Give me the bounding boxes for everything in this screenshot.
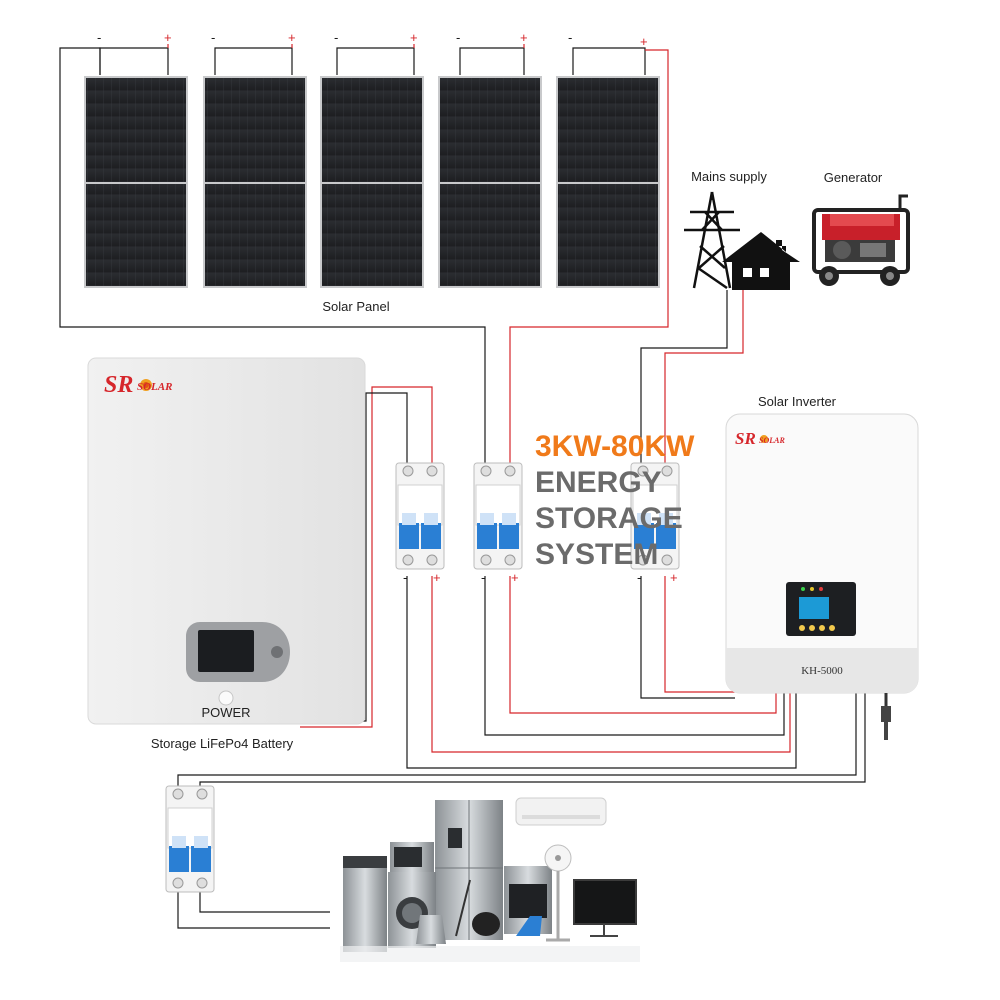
string-wire xyxy=(99,47,169,75)
kettle xyxy=(416,915,446,944)
mains-breaker[interactable] xyxy=(630,462,680,570)
svg-text:+: + xyxy=(164,30,172,45)
svg-text:-: - xyxy=(568,30,572,45)
wifi-plug-icon xyxy=(881,706,891,722)
television xyxy=(573,879,637,925)
headline: 3KW-80KW ENERGY STORAGE SYSTEM xyxy=(535,430,695,571)
svg-text:+: + xyxy=(670,570,678,585)
headline-line3: STORAGE xyxy=(535,502,683,535)
generator-icon xyxy=(812,194,910,286)
svg-text:-: - xyxy=(97,30,101,45)
svg-text:-: - xyxy=(403,570,407,585)
solar-panel xyxy=(203,76,307,288)
svg-text:-: - xyxy=(211,30,215,45)
svg-text:SOLAR: SOLAR xyxy=(759,436,785,445)
vacuum-cleaner xyxy=(472,912,500,936)
inverter-control-panel xyxy=(786,582,856,636)
svg-text:+: + xyxy=(288,30,296,45)
headline-line2: ENERGY xyxy=(535,466,662,499)
load-ac-breaker[interactable] xyxy=(165,785,215,893)
svg-text:+: + xyxy=(410,30,418,45)
panel-polarity-marks: - + - + - + - + - + xyxy=(97,30,648,49)
breaker-polarity-marks: - + - + - + xyxy=(403,570,678,585)
svg-text:SR: SR xyxy=(735,429,756,448)
lifepo4-battery: SR SOLAR POWER xyxy=(87,357,366,725)
svg-text:-: - xyxy=(481,570,485,585)
generator-label: Generator xyxy=(824,170,883,185)
svg-text:+: + xyxy=(640,34,648,49)
fan xyxy=(544,844,572,942)
inverter-lcd xyxy=(799,597,829,619)
solar-panel xyxy=(438,76,542,288)
inverter-button[interactable] xyxy=(799,625,805,631)
svg-text:+: + xyxy=(433,570,441,585)
svg-text:+: + xyxy=(520,30,528,45)
svg-text:-: - xyxy=(637,570,641,585)
inverter-button[interactable] xyxy=(829,625,835,631)
pv-positive-wire xyxy=(509,49,669,465)
mains-negative-wire xyxy=(640,290,728,465)
inverter-model: KH-5000 xyxy=(801,665,843,677)
headline-capacity: 3KW-80KW xyxy=(535,430,695,463)
svg-text:SR: SR xyxy=(104,372,133,398)
home-appliances-icon xyxy=(340,797,640,962)
pv-dc-breaker[interactable] xyxy=(473,462,523,570)
battery-dc-breaker[interactable] xyxy=(395,462,445,570)
solar-inverter-label: Solar Inverter xyxy=(758,394,837,409)
battery-positive-wire xyxy=(300,386,433,728)
solar-panel xyxy=(84,76,188,288)
solar-panel-label: Solar Panel xyxy=(322,299,389,314)
dishwasher xyxy=(343,856,387,952)
mains-positive-wire xyxy=(664,290,744,465)
battery-label: Storage LiFePo4 Battery xyxy=(151,736,294,751)
brand-logo: SR SOLAR xyxy=(104,372,172,398)
power-button[interactable] xyxy=(218,690,234,706)
inverter-button[interactable] xyxy=(819,625,825,631)
iron xyxy=(516,916,542,936)
mains-supply-label: Mains supply xyxy=(691,169,767,184)
solar-panel-array xyxy=(84,76,660,288)
battery-screen xyxy=(198,630,254,672)
pylon-house-icon xyxy=(684,191,800,290)
inverter-button[interactable] xyxy=(809,625,815,631)
power-label: POWER xyxy=(201,705,250,720)
breakers xyxy=(165,462,680,893)
headline-line4: SYSTEM xyxy=(535,538,658,571)
solar-inverter: SR SOLAR KH-5000 xyxy=(725,413,919,740)
pv-negative-wire xyxy=(59,47,486,465)
inverter-brand-logo: SR SOLAR xyxy=(735,429,785,448)
svg-text:SOLAR: SOLAR xyxy=(137,381,172,393)
solar-panel xyxy=(320,76,424,288)
air-conditioner xyxy=(515,797,607,826)
solar-panel xyxy=(556,76,660,288)
svg-text:-: - xyxy=(456,30,460,45)
battery-display-panel xyxy=(186,622,290,682)
svg-text:+: + xyxy=(511,570,519,585)
svg-text:-: - xyxy=(334,30,338,45)
